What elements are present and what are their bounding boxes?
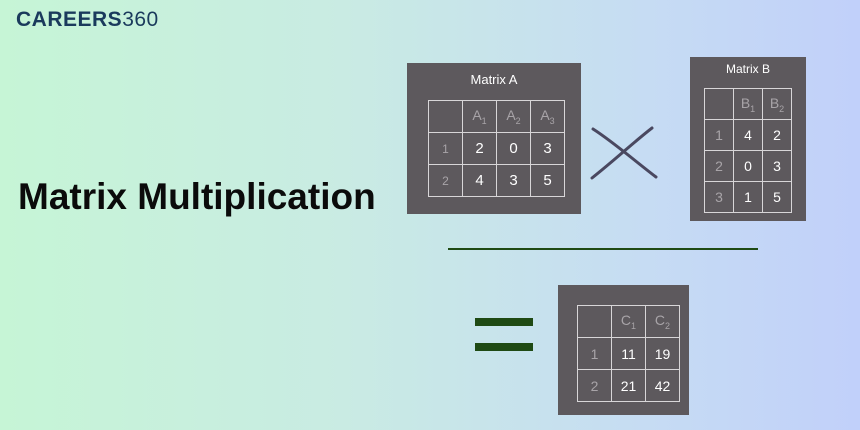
row-header: 1	[428, 132, 463, 165]
matrix-cell: 42	[645, 369, 680, 402]
matrix-cell: 3	[762, 150, 792, 182]
col-header: B2	[762, 88, 792, 120]
matrix-cell: 0	[733, 150, 763, 182]
row-header: 2	[577, 369, 612, 402]
matrix-row: 2 0 3	[704, 150, 792, 182]
equals-sign-bottom-bar	[475, 343, 533, 351]
matrix-b-table: B1 B2 1 4 2 2 0 3 3 1 5	[704, 88, 792, 213]
matrix-cell: 5	[530, 164, 565, 197]
row-header: 2	[704, 150, 734, 182]
page-title: Matrix Multiplication	[18, 176, 376, 217]
matrix-c-table: C1 C2 1 11 19 2 21 42	[577, 305, 680, 402]
matrix-cell: 3	[496, 164, 531, 197]
matrix-header-row: B1 B2	[704, 88, 792, 120]
matrix-cell: 11	[611, 337, 646, 370]
corner-cell	[704, 88, 734, 120]
row-header: 3	[704, 181, 734, 213]
row-header: 2	[428, 164, 463, 197]
careers360-logo[interactable]: CAREERS360	[16, 8, 159, 32]
col-header: A2	[496, 100, 531, 133]
matrix-a-panel: Matrix A A1 A2 A3 1 2 0 3 2 4 3 5	[407, 63, 581, 214]
matrix-row: 3 1 5	[704, 181, 792, 213]
matrix-c-panel: C1 C2 1 11 19 2 21 42	[558, 285, 689, 415]
matrix-cell: 0	[496, 132, 531, 165]
matrix-b-caption: Matrix B	[725, 62, 770, 76]
corner-cell	[428, 100, 463, 133]
col-header: A3	[530, 100, 565, 133]
matrix-header-row: C1 C2	[577, 305, 680, 338]
matrix-a-table: A1 A2 A3 1 2 0 3 2 4 3 5	[428, 100, 565, 197]
col-header: B1	[733, 88, 763, 120]
matrix-row: 1 2 0 3	[428, 132, 565, 165]
divider-line	[448, 248, 758, 250]
matrix-cell: 2	[462, 132, 497, 165]
col-header: C1	[611, 305, 646, 338]
matrix-cell: 21	[611, 369, 646, 402]
matrix-cell: 3	[530, 132, 565, 165]
equals-sign-top-bar	[475, 318, 533, 326]
matrix-cell: 4	[733, 119, 763, 151]
row-header: 1	[577, 337, 612, 370]
col-header: C2	[645, 305, 680, 338]
corner-cell	[577, 305, 612, 338]
matrix-cell: 2	[762, 119, 792, 151]
matrix-row: 1 11 19	[577, 337, 680, 370]
matrix-cell: 19	[645, 337, 680, 370]
matrix-cell: 1	[733, 181, 763, 213]
matrix-row: 2 21 42	[577, 369, 680, 402]
col-header: A1	[462, 100, 497, 133]
matrix-a-caption: Matrix A	[470, 72, 518, 87]
row-header: 1	[704, 119, 734, 151]
logo-word: CAREERS	[16, 8, 123, 31]
logo-number: 360	[122, 8, 159, 31]
matrix-row: 2 4 3 5	[428, 164, 565, 197]
multiply-sign-icon	[590, 126, 658, 180]
matrix-cell: 5	[762, 181, 792, 213]
matrix-cell: 4	[462, 164, 497, 197]
matrix-header-row: A1 A2 A3	[428, 100, 565, 133]
matrix-b-panel: Matrix B B1 B2 1 4 2 2 0 3 3 1 5	[690, 57, 806, 221]
matrix-row: 1 4 2	[704, 119, 792, 151]
